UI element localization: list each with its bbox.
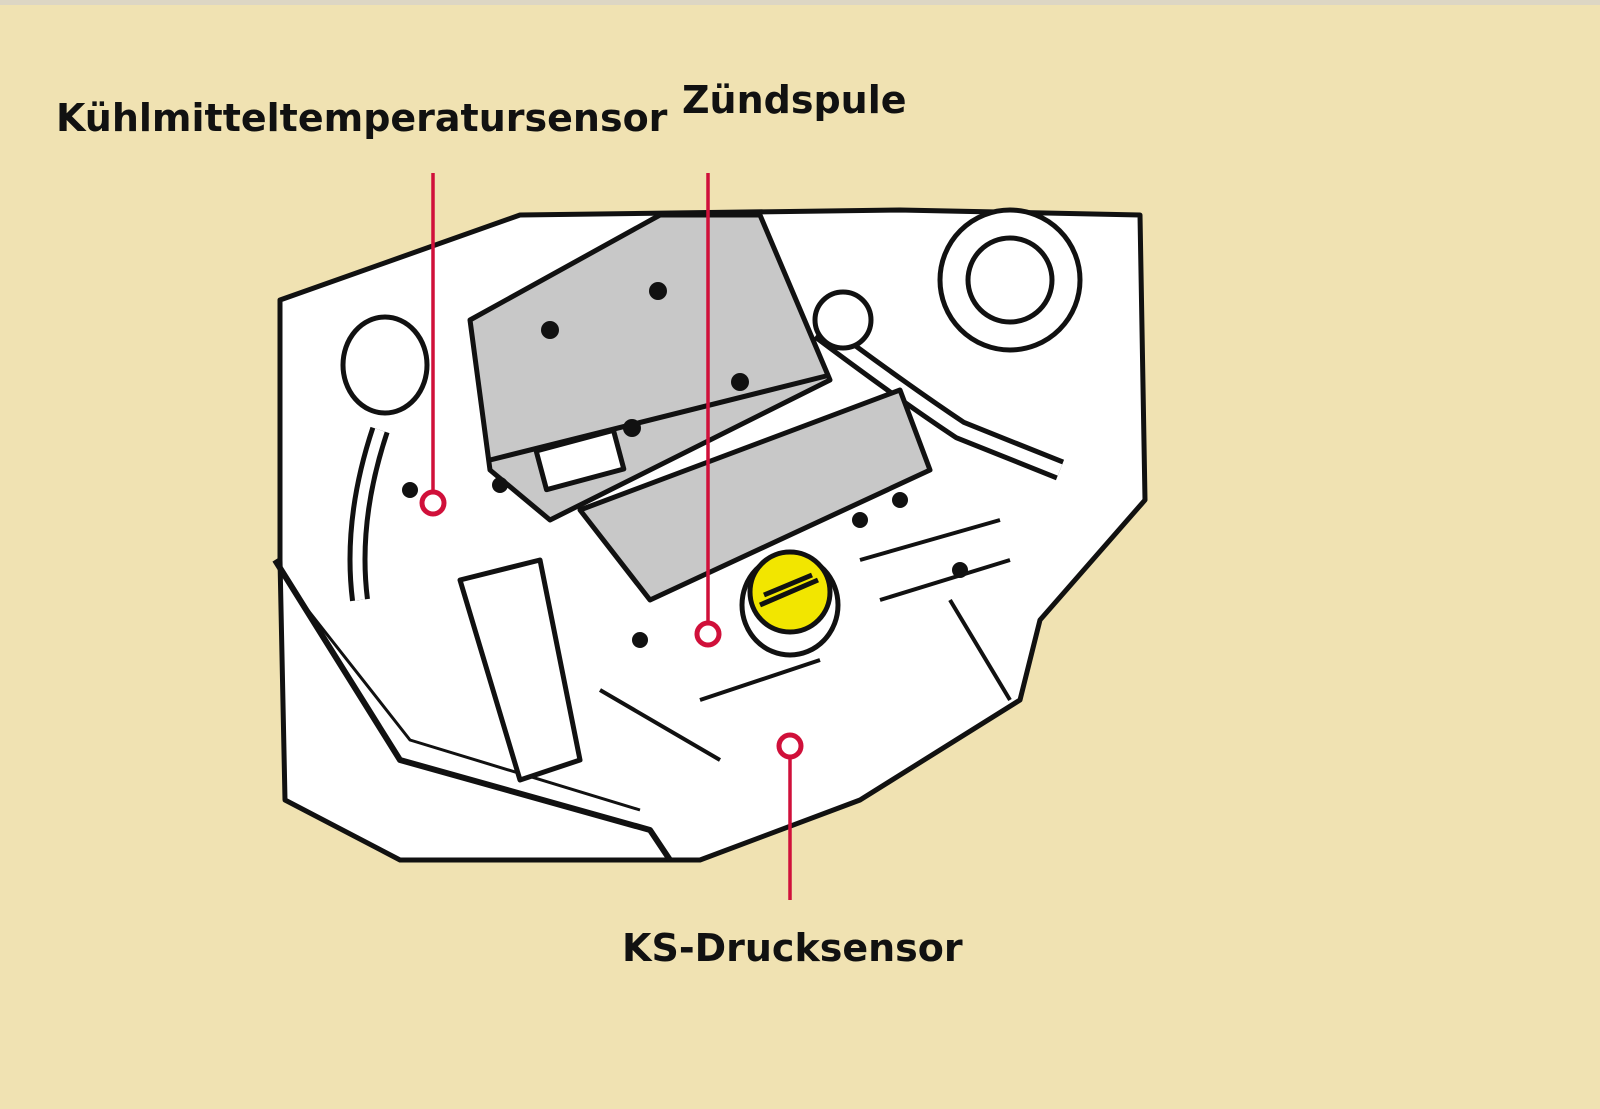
callout-label-coolant-temp-sensor: Kühlmitteltemperatursensor bbox=[56, 96, 668, 140]
top-border bbox=[0, 0, 1600, 5]
intake-pipe bbox=[340, 314, 430, 416]
cover-label bbox=[533, 427, 627, 493]
callout-marker-coolant-temp-sensor bbox=[419, 489, 447, 517]
callout-marker-ignition-coil bbox=[694, 620, 722, 648]
lower-manifold bbox=[577, 387, 933, 603]
callout-label-crankshaft-pressure-sensor: KS-Drucksensor bbox=[622, 926, 963, 970]
callout-label-ignition-coil: Zündspule bbox=[682, 78, 907, 122]
callout-marker-crankshaft-pressure-sensor bbox=[776, 732, 804, 760]
